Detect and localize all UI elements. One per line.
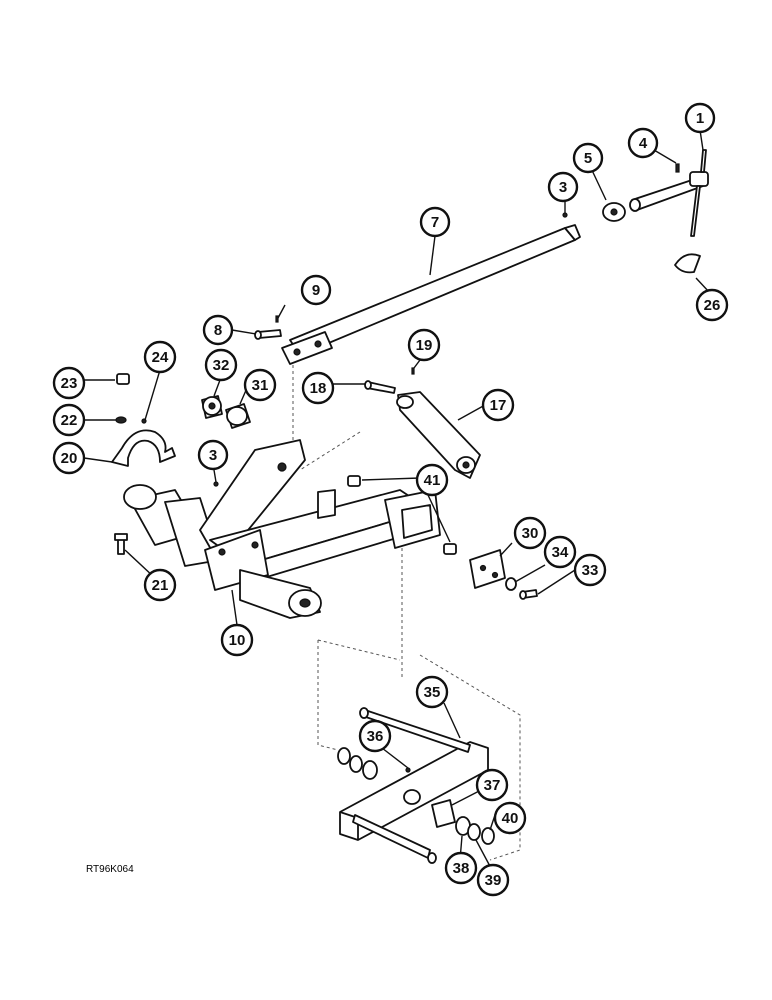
callout-3-top: 3 — [547, 171, 579, 203]
svg-text:19: 19 — [416, 337, 433, 354]
svg-text:32: 32 — [213, 357, 230, 374]
svg-text:7: 7 — [431, 214, 439, 231]
bracket-hardware — [443, 543, 538, 600]
long-tube — [281, 212, 581, 365]
svg-text:26: 26 — [704, 297, 721, 314]
callout-21: 21 — [143, 568, 177, 602]
lever-assembly — [602, 149, 709, 274]
callout-36: 36 — [358, 719, 392, 753]
callout-39: 39 — [476, 863, 510, 897]
callout-7: 7 — [419, 206, 451, 238]
svg-text:20: 20 — [61, 450, 78, 467]
callout-18: 18 — [301, 371, 335, 405]
callout-10: 10 — [220, 623, 254, 657]
bushings — [201, 395, 251, 429]
svg-text:18: 18 — [310, 380, 327, 397]
svg-text:33: 33 — [582, 562, 599, 579]
callout-26: 26 — [695, 288, 729, 322]
callout-35: 35 — [415, 675, 449, 709]
callout-38: 38 — [444, 851, 478, 885]
callout-4: 4 — [627, 127, 659, 159]
callout-5: 5 — [572, 142, 604, 174]
svg-text:39: 39 — [485, 872, 502, 889]
callout-20: 20 — [52, 441, 86, 475]
svg-text:17: 17 — [490, 397, 507, 414]
svg-text:8: 8 — [214, 322, 222, 339]
svg-text:4: 4 — [639, 135, 648, 152]
clamp-hardware — [111, 373, 176, 555]
svg-text:9: 9 — [312, 282, 320, 299]
callout-37: 37 — [475, 768, 509, 802]
svg-text:1: 1 — [696, 110, 704, 127]
svg-text:23: 23 — [61, 375, 78, 392]
svg-text:10: 10 — [229, 632, 246, 649]
lower-axle-assembly — [337, 707, 495, 864]
assembly-guide-lines — [292, 365, 521, 861]
callout-31: 31 — [243, 368, 277, 402]
svg-text:21: 21 — [152, 577, 169, 594]
callout-41: 41 — [415, 463, 449, 497]
svg-text:36: 36 — [367, 728, 384, 745]
callout-8: 8 — [202, 314, 234, 346]
svg-text:22: 22 — [61, 412, 78, 429]
callout-33: 33 — [573, 553, 607, 587]
main-frame — [123, 439, 441, 619]
svg-text:38: 38 — [453, 860, 470, 877]
svg-text:31: 31 — [252, 377, 269, 394]
svg-text:3: 3 — [559, 179, 567, 196]
callout-9: 9 — [300, 274, 332, 306]
svg-text:3: 3 — [209, 447, 217, 464]
svg-text:5: 5 — [584, 150, 592, 167]
pin-and-clip — [254, 315, 282, 340]
callout-34: 34 — [543, 535, 577, 569]
svg-text:34: 34 — [552, 544, 569, 561]
callout-3-mid: 3 — [197, 439, 229, 471]
callout-1: 1 — [684, 102, 716, 134]
svg-text:37: 37 — [484, 777, 501, 794]
svg-text:35: 35 — [424, 684, 441, 701]
callout-23: 23 — [52, 366, 86, 400]
callout-32: 32 — [204, 348, 238, 382]
figure-reference-code: RT96K064 — [86, 864, 134, 875]
svg-text:40: 40 — [502, 810, 519, 827]
callout-40: 40 — [493, 801, 527, 835]
callout-24: 24 — [143, 340, 177, 374]
callouts: 1 4 5 3 7 26 9 8 19 18 17 24 32 31 23 22… — [52, 102, 729, 897]
svg-text:30: 30 — [522, 525, 539, 542]
link-assembly — [364, 367, 481, 479]
callout-19: 19 — [407, 328, 441, 362]
svg-text:24: 24 — [152, 349, 169, 366]
callout-17: 17 — [481, 388, 515, 422]
callout-30: 30 — [513, 516, 547, 550]
callout-22: 22 — [52, 403, 86, 437]
svg-text:41: 41 — [424, 472, 441, 489]
